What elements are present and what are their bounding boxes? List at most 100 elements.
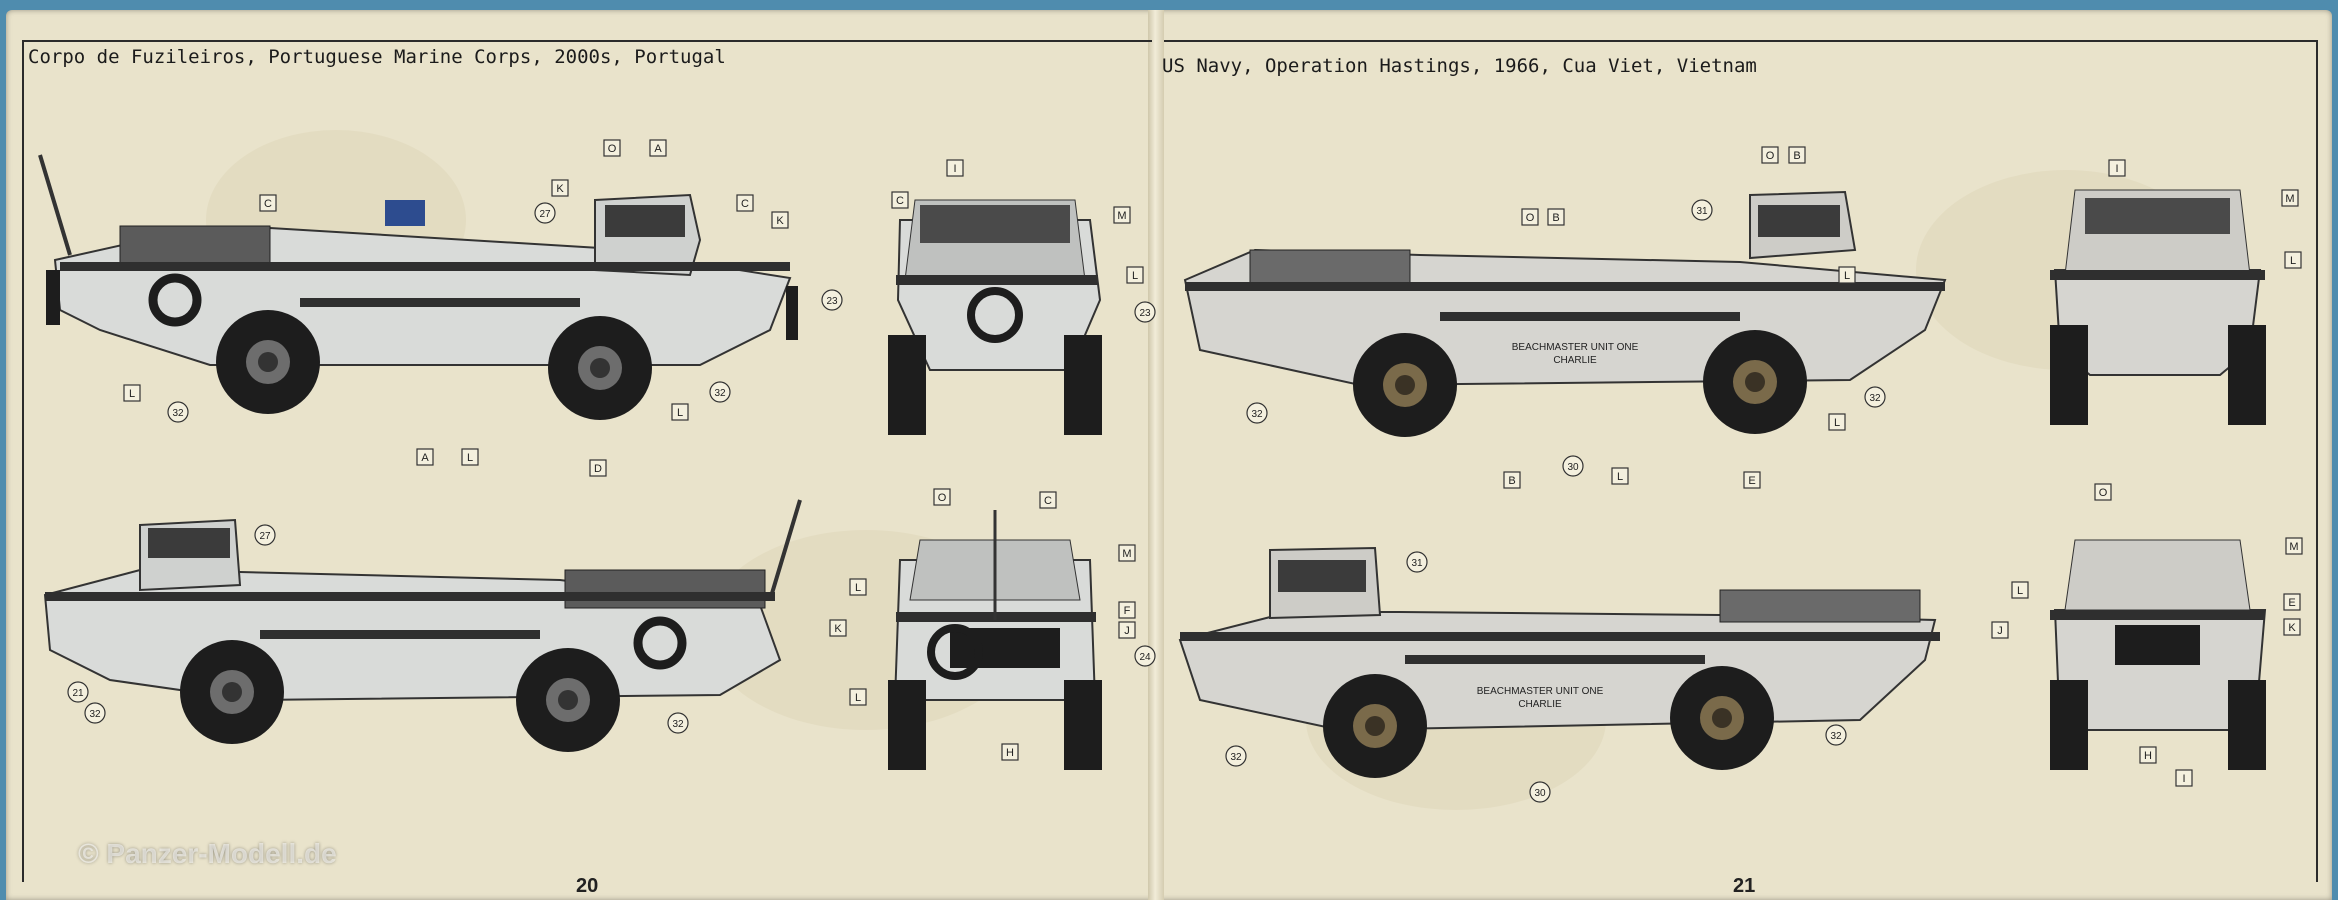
callout-32: 32 [709,381,731,403]
callout-i: I [2108,159,2126,177]
usn-side-view-bottom: BEACHMASTER UNIT ONE CHARLIE [1178,546,1940,778]
svg-text:F: F [1124,605,1131,617]
hull-text-top-1: BEACHMASTER UNIT ONE [1512,342,1639,353]
portugal-side-view-bottom [43,499,802,752]
callout-24: 24 [1134,645,1156,667]
svg-text:32: 32 [714,388,726,399]
svg-text:O: O [1526,212,1535,224]
svg-text:32: 32 [1251,409,1263,420]
callout-31: 31 [1691,199,1713,221]
callout-32: 32 [84,702,106,724]
svg-text:L: L [129,388,135,400]
svg-text:23: 23 [1139,308,1151,319]
svg-text:H: H [2144,750,2152,762]
callout-j: J [1991,621,2009,639]
callout-o: O [2094,483,2112,501]
callout-32: 32 [1225,745,1247,767]
callout-32: 32 [1246,402,1268,424]
svg-text:24: 24 [1139,652,1151,663]
callout-h: H [1001,743,1019,761]
callout-c: C [1039,491,1057,509]
callout-c: C [736,194,754,212]
svg-text:I: I [953,163,956,175]
right-page-number: 21 [1733,875,1756,897]
svg-text:L: L [1844,270,1850,282]
svg-text:L: L [467,452,473,464]
portugal-side-view-top [38,154,798,420]
svg-text:K: K [2288,622,2296,634]
callout-a: A [649,139,667,157]
svg-text:J: J [1997,625,2003,637]
svg-text:B: B [1552,212,1559,224]
svg-text:O: O [1766,150,1775,162]
portugal-rear-view-bottom [888,510,1102,770]
svg-text:M: M [1122,548,1131,560]
svg-text:K: K [556,183,564,195]
callout-27: 27 [534,202,556,224]
hull-text-top-2: CHARLIE [1553,355,1597,366]
svg-text:32: 32 [1230,752,1242,763]
callout-21: 21 [67,681,89,703]
svg-text:30: 30 [1534,788,1546,799]
callout-l: L [1126,266,1144,284]
hull-text-bottom-2: CHARLIE [1518,699,1562,710]
callout-l: L [1838,266,1856,284]
svg-text:31: 31 [1411,558,1423,569]
callout-i: I [946,159,964,177]
svg-text:A: A [421,452,429,464]
callout-d: D [589,459,607,477]
svg-text:B: B [1508,475,1515,487]
callout-k: K [2283,618,2301,636]
left-caption: Corpo de Fuzileiros, Portuguese Marine C… [28,46,726,68]
svg-text:L: L [677,407,683,419]
callout-32: 32 [1825,724,1847,746]
callout-j: J [1118,621,1136,639]
callout-o: O [933,488,951,506]
svg-text:C: C [264,198,272,210]
svg-text:31: 31 [1696,206,1708,217]
left-page-frame [22,40,1152,882]
callout-32: 32 [1864,386,1886,408]
svg-text:B: B [1793,150,1800,162]
svg-text:K: K [776,215,784,227]
callout-m: M [2281,189,2299,207]
svg-text:I: I [2115,163,2118,175]
left-page [6,10,1156,900]
callout-m: M [1118,544,1136,562]
callout-l: L [2011,581,2029,599]
svg-text:21: 21 [72,688,84,699]
callout-f: F [1118,601,1136,619]
svg-text:J: J [1124,625,1130,637]
svg-text:O: O [608,143,617,155]
callout-l: L [849,578,867,596]
callout-l: L [1611,467,1629,485]
right-page-frame [1164,40,2318,882]
callout-e: E [2283,593,2301,611]
callout-a: A [416,448,434,466]
callout-o: O [603,139,621,157]
usn-rear-view-bottom [2050,539,2267,770]
callout-e: E [1743,471,1761,489]
svg-text:L: L [855,582,861,594]
svg-text:L: L [2290,255,2296,267]
svg-text:M: M [1117,210,1126,222]
callout-b: B [1503,471,1521,489]
svg-text:K: K [834,623,842,635]
callout-23: 23 [1134,301,1156,323]
svg-text:L: L [1617,471,1623,483]
callout-k: K [829,619,847,637]
svg-text:27: 27 [259,531,271,542]
callout-c: C [259,194,277,212]
callout-k: K [771,211,789,229]
callout-l: L [671,403,689,421]
svg-text:L: L [855,692,861,704]
watermark: © Panzer-Modell.de [78,838,337,869]
svg-text:E: E [1748,475,1755,487]
callout-32: 32 [167,401,189,423]
svg-text:O: O [2099,487,2108,499]
callout-h: H [2139,746,2157,764]
svg-text:H: H [1006,747,1014,759]
callout-32: 32 [667,712,689,734]
